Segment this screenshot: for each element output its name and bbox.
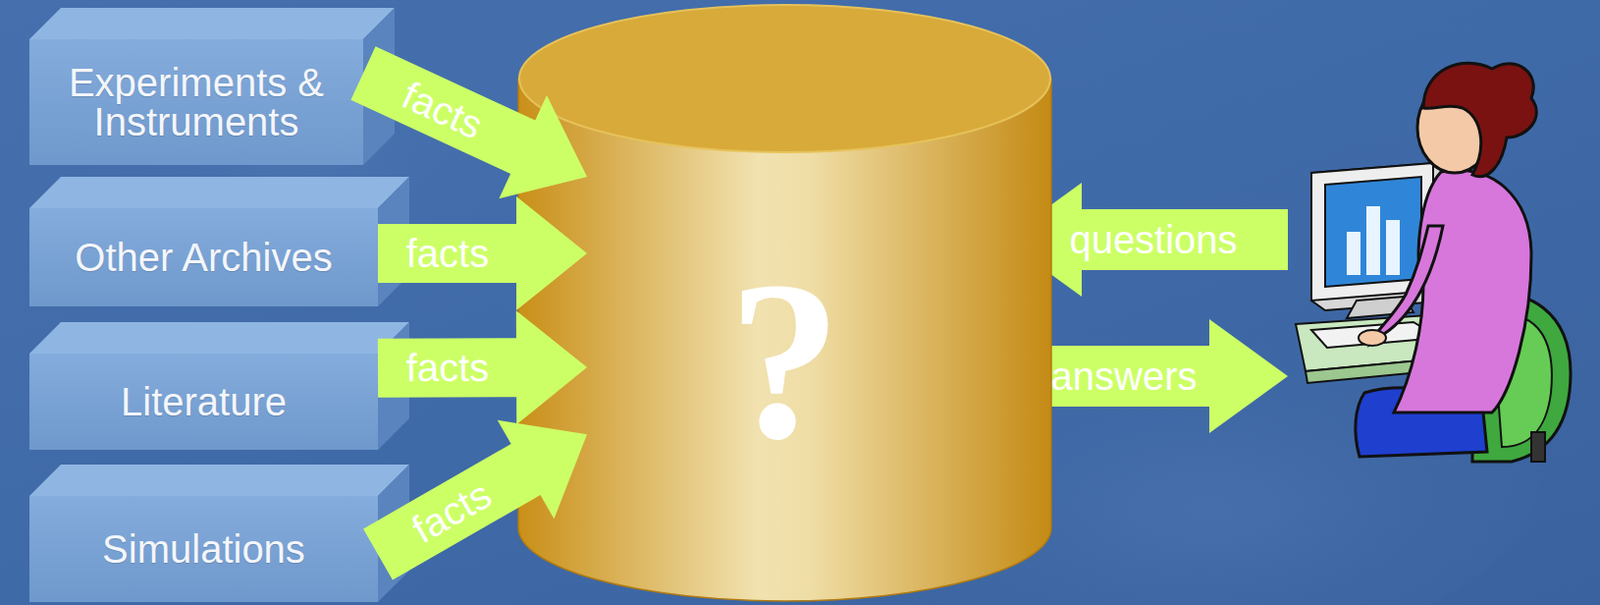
box-top-face [29, 7, 395, 40]
person-arm [1370, 225, 1443, 344]
answers-arrow [1018, 319, 1288, 433]
box-top-face [29, 321, 410, 354]
box-side-face [377, 176, 410, 307]
facts-arrow [377, 310, 587, 425]
person-hand [1358, 329, 1387, 346]
source-box: Experiments & Instruments [29, 39, 364, 165]
cylinder-body [518, 78, 1052, 601]
edge-label: facts [405, 347, 489, 387]
screen-bar [1346, 231, 1361, 275]
box-label: Other Archives [68, 237, 338, 277]
facts-arrow [350, 46, 587, 199]
box-side-face [377, 321, 410, 450]
questions-label: questions [1068, 219, 1237, 260]
answers-label: answers [1051, 356, 1198, 396]
edge-label: facts [405, 233, 488, 273]
screen-bar [1366, 206, 1381, 275]
person-hair [1423, 62, 1537, 176]
box-top-face [29, 176, 410, 209]
facts-arrow [363, 420, 587, 581]
source-box: Simulations [29, 495, 378, 602]
cylinder-top [519, 4, 1051, 153]
source-box: Other Archives [29, 208, 378, 307]
box-label: Experiments & Instruments [29, 62, 364, 142]
chair-post [1531, 431, 1546, 462]
box-side-face [377, 464, 410, 602]
box-top-face [29, 464, 410, 496]
box-side-face [363, 7, 395, 165]
monitor-screen [1325, 176, 1422, 287]
facts-arrow [377, 196, 587, 311]
box-label: Literature [114, 381, 293, 422]
question-mark: ? [518, 248, 1052, 475]
user-illustration [1295, 62, 1571, 462]
database-cylinder: ? [518, 2, 1052, 602]
box-label: Simulations [96, 529, 312, 569]
screen-bar [1386, 219, 1400, 275]
source-box: Literature [29, 353, 378, 450]
